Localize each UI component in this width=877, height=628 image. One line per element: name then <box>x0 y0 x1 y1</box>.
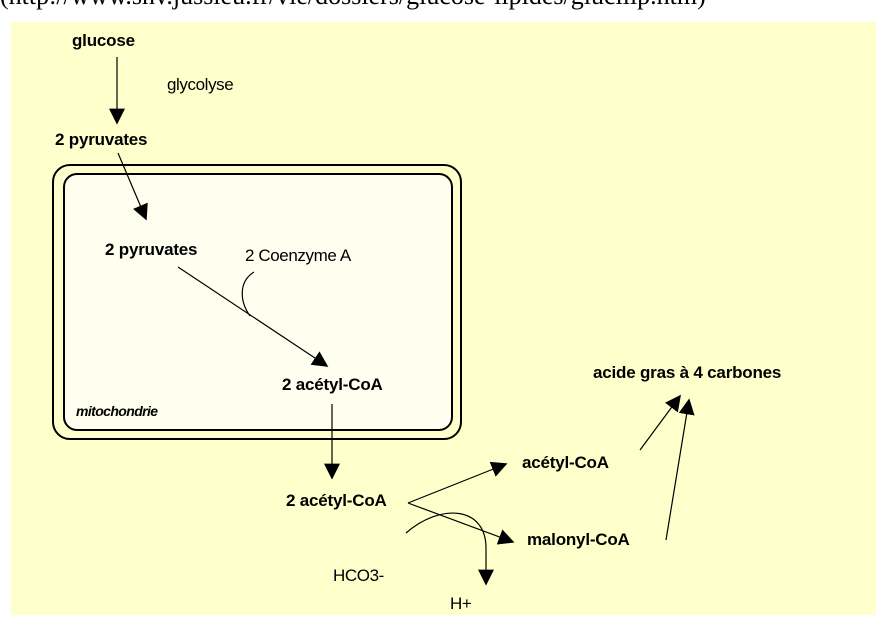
label-pyruvates-outer: 2 pyruvates <box>55 130 148 149</box>
label-hco3: HCO3- <box>333 566 384 585</box>
label-acetyl-coa-outer: 2 acétyl-CoA <box>286 491 387 510</box>
mitochondria-inner-membrane <box>63 173 453 431</box>
arrow-pyruvates-to-acetyl-coa <box>177 266 329 367</box>
label-fatty-acid-4-carbons: acide gras à 4 carbones <box>593 363 782 382</box>
source-url-text: (http://www.snv.jussieu.fr/vie/dossiers/… <box>0 0 877 11</box>
arrow-to-acetyl-coa <box>407 461 508 504</box>
label-coenzyme-a: 2 Coenzyme A <box>245 246 351 265</box>
arrow-acetyl-coa-to-fatty-acid <box>639 394 681 451</box>
arrow-coenzyme-a-joining <box>241 271 255 317</box>
arrow-hco3-to-h-plus <box>405 512 494 586</box>
arrow-malonyl-coa-to-fatty-acid <box>665 398 695 541</box>
arrow-pyruvates-into-mitochondria <box>117 152 148 221</box>
label-malonyl-coa: malonyl-CoA <box>527 530 630 549</box>
label-h-plus: H+ <box>450 594 472 613</box>
label-glucose: glucose <box>72 31 135 50</box>
label-acetyl-coa-inner: 2 acétyl-CoA <box>282 375 383 394</box>
arrow-to-malonyl-coa <box>407 502 515 545</box>
label-mitochondrie: mitochondrie <box>76 403 158 419</box>
label-glycolyse: glycolyse <box>167 75 234 94</box>
label-acetyl-coa: acétyl-CoA <box>522 453 609 472</box>
source-url: (http://www.snv.jussieu.fr/vie/dossiers/… <box>0 0 877 17</box>
label-pyruvates-inner: 2 pyruvates <box>105 240 198 259</box>
